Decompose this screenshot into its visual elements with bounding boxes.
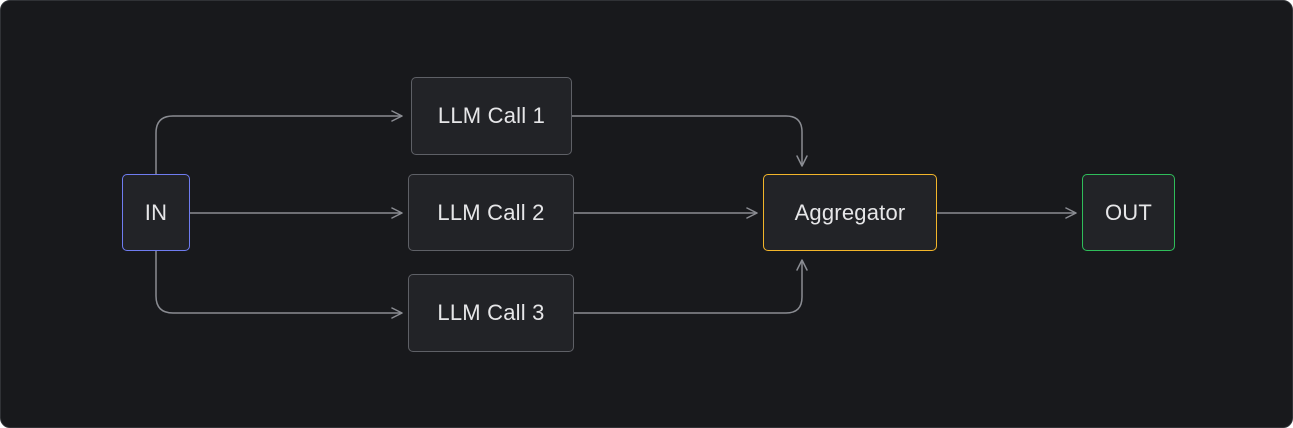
llm-call-2-label: LLM Call 2	[437, 199, 545, 225]
aggregator-node: Aggregator	[763, 174, 937, 251]
llm-call-1-label: LLM Call 1	[437, 103, 546, 128]
edge-in-to-llm-call-1	[155, 110, 403, 175]
edge-llm-call-1-to-aggregator	[572, 115, 808, 167]
input-node: IN	[122, 174, 190, 251]
llm-call-2-node: LLM Call 2	[408, 174, 574, 251]
input-node-label: IN	[144, 199, 168, 225]
output-node-label: OUT	[1104, 199, 1153, 225]
edge-in-to-llm-call-3	[155, 251, 403, 319]
llm-call-3-label: LLM Call 3	[437, 300, 545, 325]
llm-call-3-node: LLM Call 3	[408, 274, 574, 352]
output-node: OUT	[1082, 174, 1175, 251]
edge-llm-call-3-to-aggregator	[574, 259, 808, 314]
aggregator-label: Aggregator	[794, 199, 906, 225]
llm-call-1-node: LLM Call 1	[411, 77, 572, 155]
